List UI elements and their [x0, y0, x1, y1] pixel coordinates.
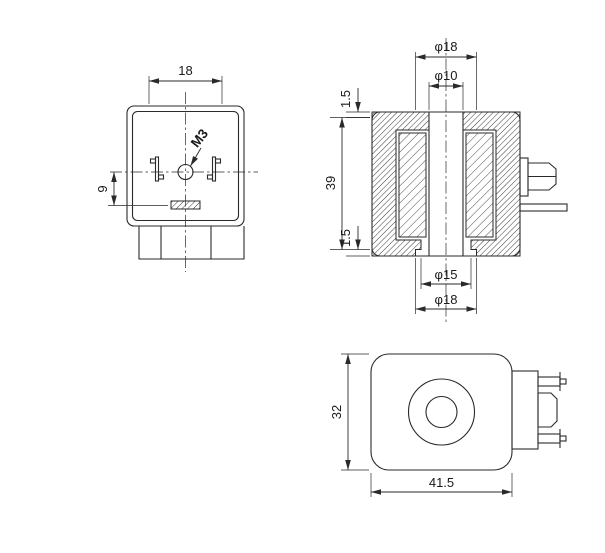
coil-winding-left	[398, 132, 427, 238]
dim-inner-dia-bottom: φ15	[420, 258, 472, 289]
dim-top-wall-label: 1.5	[338, 90, 353, 108]
dim-outer-dia-top: φ18	[415, 39, 477, 110]
spade-terminal	[519, 157, 557, 197]
dim-bore-dia-label: φ10	[435, 68, 458, 83]
slot-hatched	[170, 200, 201, 210]
section-view: φ18 φ10 1.5 39 1.5	[323, 38, 568, 322]
dim-front-offset: 9	[95, 172, 168, 206]
dim-bore-dia: φ10	[428, 68, 464, 110]
side-view: 32 41.5	[329, 353, 567, 497]
thread-callout: M3	[188, 126, 212, 167]
coil-body-inner-outline	[131, 110, 240, 222]
dim-side-height: 32	[329, 353, 369, 471]
dim-front-width-label: 18	[178, 63, 192, 78]
dim-section-height-label: 39	[323, 176, 338, 190]
dim-outer-dia-bottom: φ18	[415, 258, 477, 314]
terminal-right	[206, 156, 222, 182]
boss-outer-circle	[407, 378, 476, 446]
coil-body-outline	[126, 105, 245, 227]
coil-base	[138, 226, 245, 260]
dim-side-width: 41.5	[370, 473, 513, 497]
boss-inner-circle	[425, 395, 458, 429]
coil-winding-right	[465, 132, 494, 238]
dim-bottom-wall: 1.5	[338, 226, 370, 257]
dim-bottom-wall-label: 1.5	[338, 229, 353, 247]
dim-section-height: 39	[323, 117, 370, 250]
dim-side-height-label: 32	[329, 405, 344, 419]
connector-pin-top	[537, 372, 567, 391]
dim-outer-dia-top-label: φ18	[435, 39, 458, 54]
dim-front-offset-label: 9	[95, 185, 110, 192]
thread-label: M3	[188, 126, 212, 150]
front-view: M3 18 9	[95, 63, 258, 272]
connector-pin-bottom	[537, 429, 567, 448]
thread-hole	[177, 163, 194, 181]
side-body-outline	[370, 353, 513, 471]
dim-side-width-label: 41.5	[429, 475, 454, 490]
lead-wire	[519, 203, 568, 212]
dim-inner-dia-bottom-label: φ15	[435, 267, 458, 282]
dim-front-width: 18	[148, 63, 223, 104]
terminal-left	[149, 156, 165, 182]
dim-outer-dia-bottom-label: φ18	[435, 292, 458, 307]
dim-top-wall: 1.5	[338, 88, 370, 118]
connector-block	[511, 370, 558, 450]
